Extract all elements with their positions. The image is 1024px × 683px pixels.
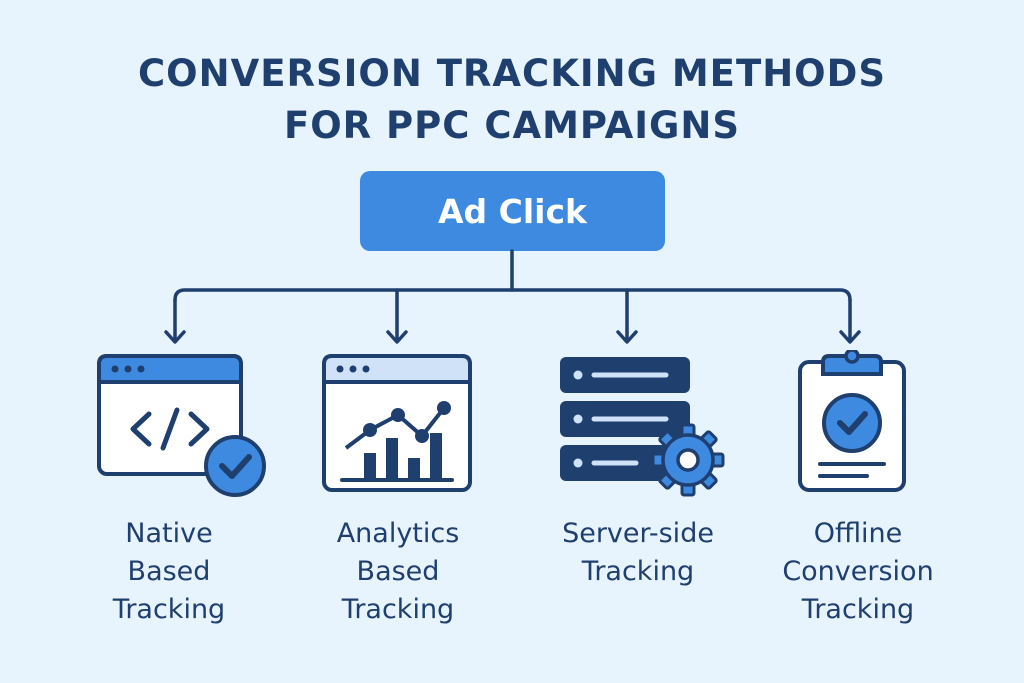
method-label-line: Offline: [813, 518, 903, 549]
method-label-line: Server-side: [562, 518, 714, 549]
method-label-line: Tracking: [112, 594, 226, 625]
arrow-head-1: [164, 330, 186, 344]
method-label-analytics: Analytics Based Tracking: [288, 515, 508, 629]
method-label-line: Tracking: [581, 556, 695, 587]
arrow-head-3: [616, 330, 638, 344]
method-label-native: Native Based Tracking: [59, 515, 279, 629]
analytics-chart-window-icon: [322, 354, 472, 492]
code-window-check-icon: [97, 354, 266, 497]
arrow-head-2: [386, 330, 408, 344]
branch-line: [173, 288, 852, 302]
server-gear-icon: [560, 357, 725, 497]
method-label-line: Based: [356, 556, 440, 587]
method-label-offline: Offline Conversion Tracking: [748, 515, 968, 629]
title-line-1: CONVERSION TRACKING METHODS: [138, 52, 886, 95]
title-line-2: FOR PPC CAMPAIGNS: [283, 104, 741, 147]
ad-click-label: Ad Click: [438, 191, 587, 231]
arrow-head-4: [839, 330, 861, 344]
method-label-server-side: Server-side Tracking: [528, 515, 748, 591]
method-label-line: Tracking: [341, 594, 455, 625]
clipboard-check-icon: [798, 350, 906, 492]
method-label-line: Tracking: [801, 594, 915, 625]
diagram-title: CONVERSION TRACKING METHODS FOR PPC CAMP…: [0, 48, 1024, 152]
method-label-line: Conversion: [782, 556, 934, 587]
method-label-line: Analytics: [336, 518, 460, 549]
method-label-line: Native: [125, 518, 213, 549]
method-label-line: Based: [127, 556, 211, 587]
ad-click-node: Ad Click: [360, 171, 665, 251]
